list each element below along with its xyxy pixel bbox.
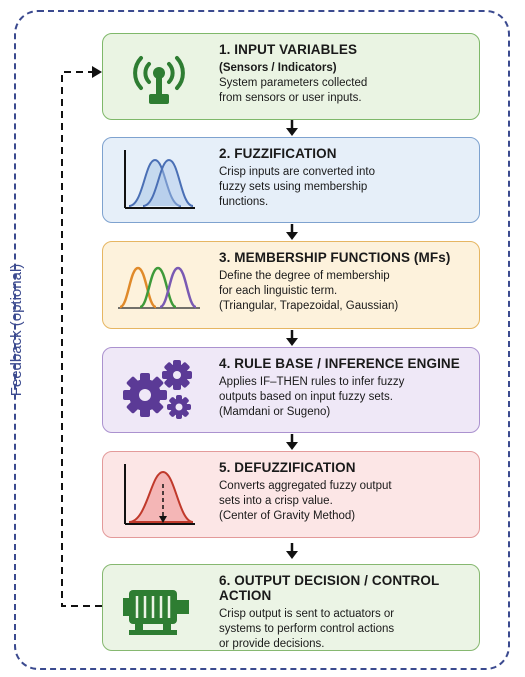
step-rule-base: 4. RULE BASE / INFERENCE ENGINE Applies … (102, 347, 480, 433)
step-2-line-3: functions. (219, 196, 269, 208)
step-membership-functions: 3. MEMBERSHIP FUNCTIONS (MFs) Define the… (102, 241, 480, 329)
step-2-title: 2. FUZZIFICATION (219, 146, 337, 161)
step-output-decision: 6. OUTPUT DECISION / CONTROL ACTION Cris… (102, 564, 480, 651)
bell-curves-icon (109, 138, 209, 222)
step-6-line-2: systems to perform control actions (219, 623, 395, 635)
step-3-line-2: for each linguistic term. (219, 285, 338, 297)
step-2-line-1: Crisp inputs are converted into (219, 166, 375, 178)
step-defuzzification: 5. DEFUZZIFICATION Converts aggregated f… (102, 451, 480, 538)
step-1-line-1: (Sensors / Indicators) (219, 62, 337, 74)
step-4-line-3: (Mamdani or Sugeno) (219, 406, 331, 418)
step-6-line-3: or provide decisions. (219, 638, 325, 650)
step-6-title: 6. OUTPUT DECISION / CONTROL ACTION (219, 573, 440, 603)
step-3-line-3: (Triangular, Trapezoidal, Gaussian) (219, 300, 399, 312)
flow-arrow-2 (285, 224, 299, 241)
step-5-title: 5. DEFUZZIFICATION (219, 460, 356, 475)
step-6-line-1: Crisp output is sent to actuators or (219, 608, 395, 620)
flow-arrow-5 (285, 543, 299, 560)
motor-icon (109, 565, 209, 650)
flow-arrow-3 (285, 330, 299, 347)
centroid-curve-icon (109, 452, 209, 537)
step-4-line-2: outputs based on input fuzzy sets. (219, 391, 393, 403)
step-1-line-3: from sensors or user inputs. (219, 92, 362, 104)
step-5-line-2: sets into a crisp value. (219, 495, 333, 507)
step-fuzzification: 2. FUZZIFICATION Crisp inputs are conver… (102, 137, 480, 223)
step-1-line-2: System parameters collected (219, 77, 368, 89)
step-input-variables: 1. INPUT VARIABLES (Sensors / Indicators… (102, 33, 480, 120)
step-5-line-1: Converts aggregated fuzzy output (219, 480, 392, 492)
sensor-antenna-icon (109, 34, 209, 119)
step-3-title: 3. MEMBERSHIP FUNCTIONS (MFs) (219, 250, 451, 265)
step-2-line-2: fuzzy sets using membership (219, 181, 368, 193)
step-4-line-1: Applies IF–THEN rules to infer fuzzy (219, 376, 405, 388)
step-5-line-3: (Center of Gravity Method) (219, 510, 356, 522)
diagram-frame (14, 10, 510, 670)
flow-arrow-1 (285, 120, 299, 137)
step-4-title: 4. RULE BASE / INFERENCE ENGINE (219, 356, 460, 371)
step-1-title: 1. INPUT VARIABLES (219, 42, 358, 57)
flow-arrow-4 (285, 434, 299, 451)
step-3-line-1: Define the degree of membership (219, 270, 390, 282)
gears-icon (109, 348, 209, 432)
membership-curves-icon (109, 242, 209, 328)
